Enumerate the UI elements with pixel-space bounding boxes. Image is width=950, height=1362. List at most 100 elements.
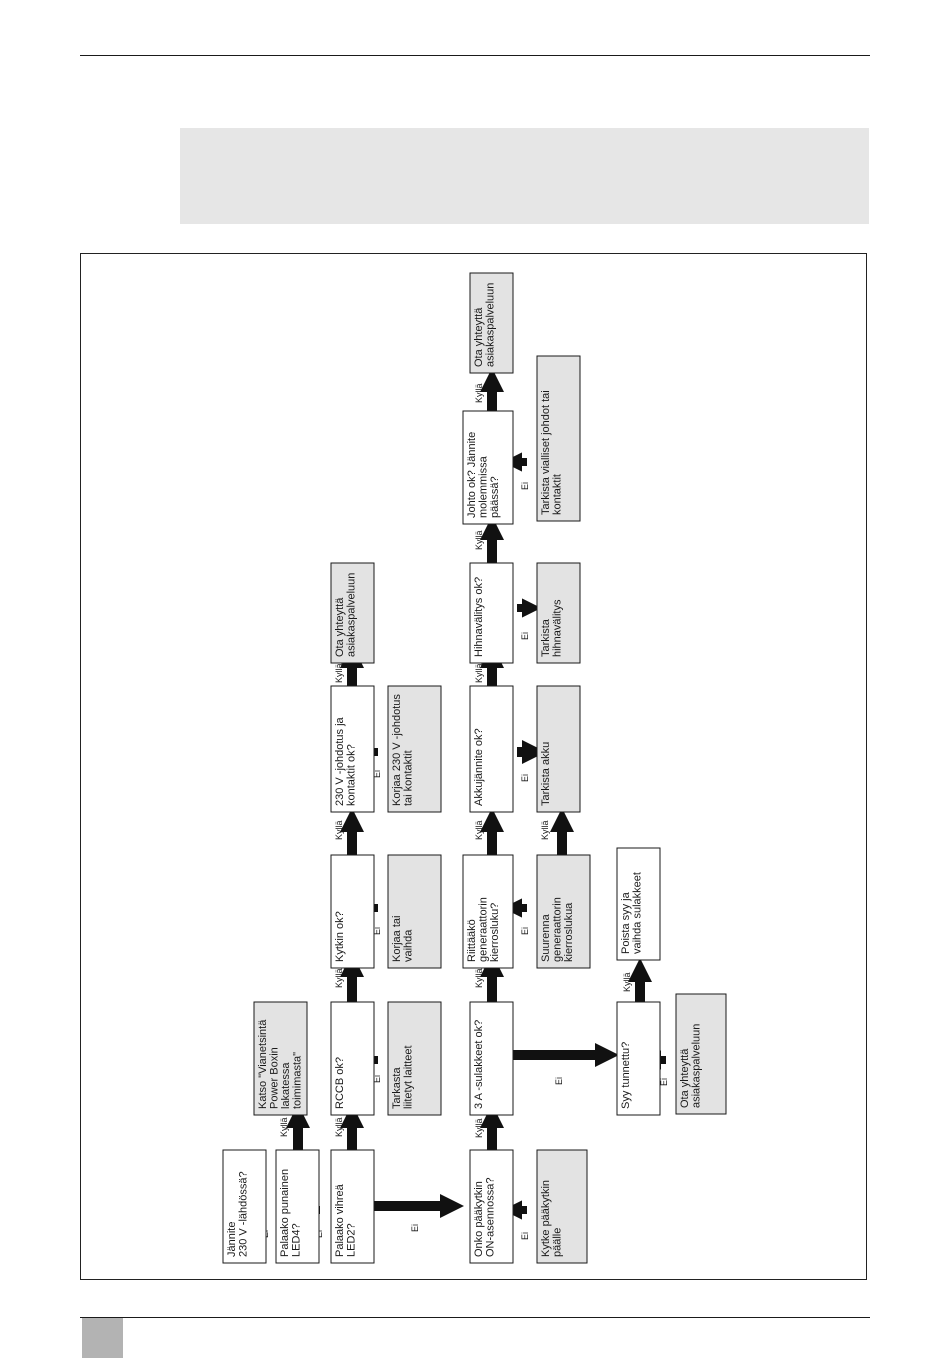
yes-label: Kyllä (279, 1117, 289, 1137)
flow-node-n19: Hihnavälitys ok? (469, 562, 514, 664)
flow-box (330, 1001, 375, 1116)
no-label: Ei (410, 1224, 420, 1232)
yes-label: Kyllä (474, 1118, 484, 1138)
flow-node-text: Tarkista (540, 618, 552, 657)
flow-node-text: Katso "Vianetsintä (257, 1019, 269, 1109)
flow-node-text: hihnavälitys (552, 599, 564, 657)
no-label: Ei (372, 770, 382, 778)
diagram-frame (80, 253, 867, 1280)
footer-rule (80, 1317, 870, 1318)
flow-node-text: lakatessa (280, 1062, 292, 1109)
flow-box (675, 993, 727, 1115)
flow-box (387, 854, 442, 969)
flow-box (469, 685, 514, 813)
flow-box (469, 272, 514, 374)
flow-node-text: 3 A -sulakkeet ok? (473, 1020, 485, 1109)
flow-node-text: päässä? (489, 476, 501, 518)
flow-box (469, 1001, 514, 1116)
flow-node-text: Ota yhteyttä (679, 1048, 691, 1108)
flow-box (536, 355, 581, 522)
no-label: Ei (520, 1232, 530, 1240)
flow-box (387, 685, 442, 813)
flow-node-text: kierroslukua (563, 902, 575, 962)
flow-node-text: liitetyt laitteet (403, 1045, 415, 1109)
flow-node-text: kontaktit ok? (346, 744, 358, 806)
flow-node-text: Palaako vihreä (334, 1183, 346, 1257)
flow-box (253, 1001, 308, 1116)
yes-label: Kyllä (334, 1117, 344, 1137)
flow-node-text: molemmissa (478, 455, 490, 518)
flow-box (387, 1001, 442, 1116)
flow-box (275, 1149, 320, 1264)
yes-label: Kyllä (474, 530, 484, 550)
flow-node-text: toimimasta" (292, 1052, 304, 1109)
no-label: Ei (520, 774, 530, 782)
flow-node-text: Suurenna (540, 913, 552, 962)
no-label: Ei (520, 632, 530, 640)
page-number-tab (82, 1318, 123, 1358)
flow-node-text: Jännite (226, 1222, 238, 1257)
yes-label: Kyllä (334, 968, 344, 988)
flow-box (222, 1149, 267, 1264)
flow-node-n5: RCCB ok? (330, 1001, 375, 1116)
flow-node-text: LED4? (291, 1223, 303, 1257)
flow-node-text: Power Boxin (269, 1047, 281, 1109)
flow-box (330, 1149, 375, 1264)
yes-label: Kyllä (334, 663, 344, 683)
flow-node-text: generaattorin (552, 897, 564, 962)
flow-node-text: 230 V -lähdössä? (238, 1171, 250, 1257)
flow-node-n14: 3 A -sulakkeet ok? (469, 1001, 514, 1116)
flow-node-text: Kytke pääkytkin (540, 1180, 552, 1257)
flow-box (536, 1149, 588, 1264)
flow-box (616, 847, 661, 961)
yes-label: Kyllä (334, 820, 344, 840)
yes-label: Kyllä (474, 663, 484, 683)
flow-box (462, 854, 514, 969)
flow-node-text: asiakaspalveluun (346, 573, 358, 657)
flow-node-text: RCCB ok? (334, 1057, 346, 1109)
flow-node-text: Hihnavälitys ok? (473, 577, 485, 657)
flow-node-text: tai kontaktit (403, 750, 415, 806)
flow-node-text: asiakaspalveluun (691, 1024, 703, 1108)
flow-box (536, 685, 581, 813)
flow-node-text: vaihda (403, 929, 415, 962)
flow-node-text: Syy tunnettu? (620, 1042, 632, 1109)
flow-node-text: LED2? (346, 1223, 358, 1257)
flow-box (330, 562, 375, 664)
flow-node-text: Poista syy ja (620, 891, 632, 954)
flow-node-text: Korjaa 230 V -johdotus (391, 694, 403, 806)
flow-box (330, 854, 375, 969)
no-label: Ei (520, 927, 530, 935)
flow-node-text: Tarkista vialliset johdot tai (540, 390, 552, 515)
no-label: Ei (520, 482, 530, 490)
flow-node-n17: Akkujännite ok? (469, 685, 514, 813)
flow-node-text: Ota yhteyttä (334, 597, 346, 657)
flow-node-text: Johto ok? Jännite (466, 432, 478, 518)
flow-node-text: asiakaspalveluun (485, 283, 497, 367)
flow-node-text: Korjaa tai (391, 916, 403, 962)
flow-node-text: Ota yhteyttä (473, 307, 485, 367)
flow-node-text: Riittääkö (466, 919, 478, 962)
no-label: Ei (554, 1077, 564, 1085)
flow-node-n18: Tarkista akku (536, 685, 581, 813)
no-label: Ei (372, 1075, 382, 1083)
flow-node-text: generaattorin (478, 897, 490, 962)
no-label: Ei (372, 927, 382, 935)
yes-label: Kyllä (474, 968, 484, 988)
flow-node-text: kierrosluku? (489, 903, 501, 962)
flow-node-n24: Syy tunnettu? (616, 1001, 661, 1116)
flow-node-text: ON-asennossa? (485, 1178, 497, 1258)
